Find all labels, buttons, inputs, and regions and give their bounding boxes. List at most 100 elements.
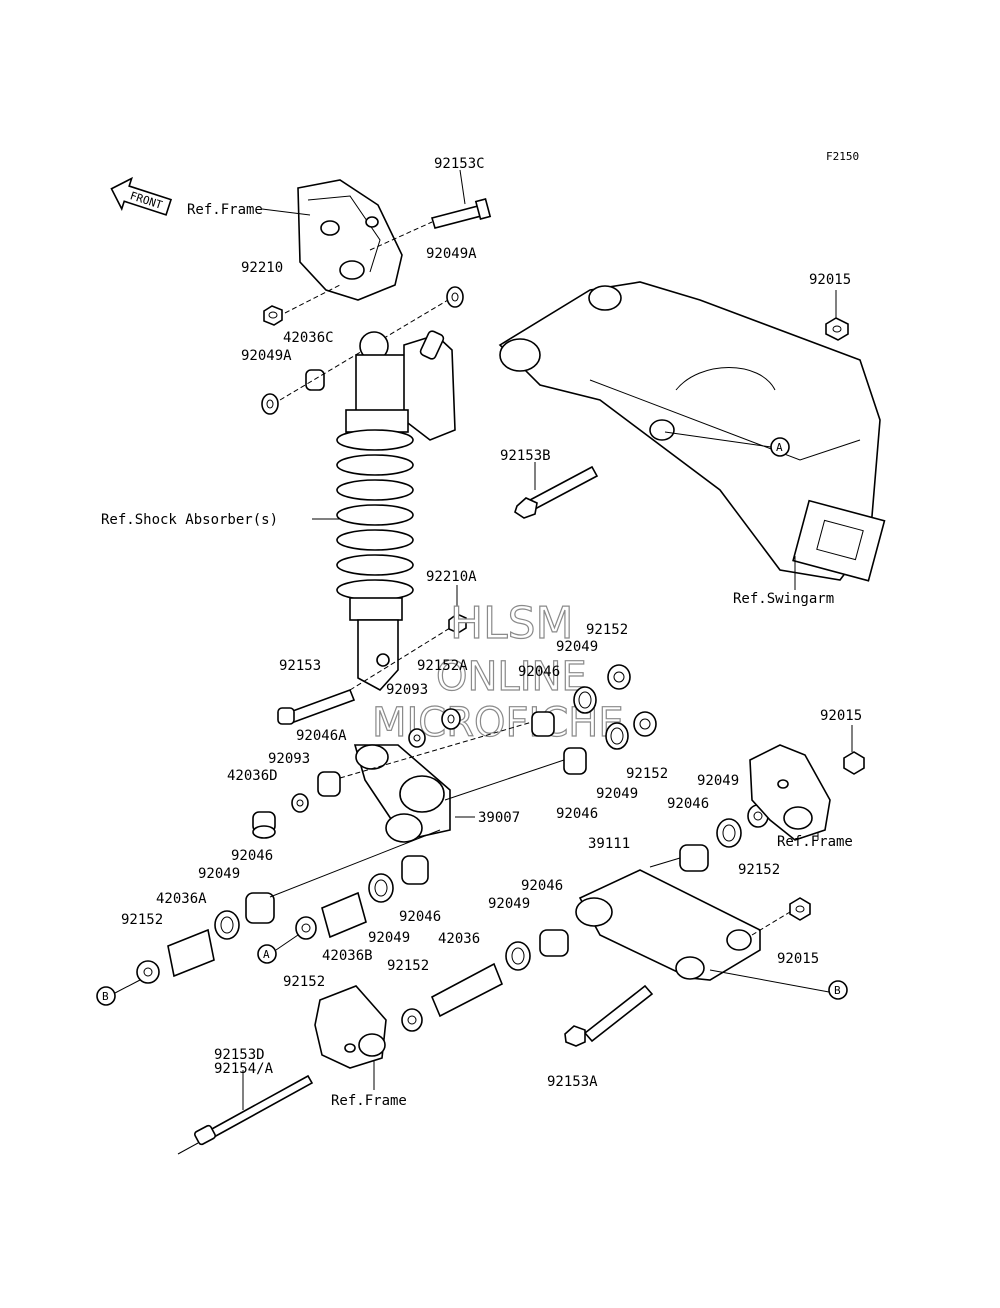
bolt-92153A [564, 984, 654, 1047]
washer-92152-a [607, 664, 631, 690]
svg-text:B: B [834, 984, 841, 997]
label-92153C: 92153C [434, 156, 485, 172]
label-92152-b: 92152 [626, 766, 668, 782]
label-92152-d: 92152 [121, 912, 163, 928]
bearing-92046-b [563, 747, 587, 775]
label-92152-a: 92152 [586, 622, 628, 638]
label-92046-d: 92046 [521, 878, 563, 894]
axle-92153D [177, 1074, 314, 1155]
washer-92049-e-left [214, 910, 240, 940]
label-92152-f: 92152 [387, 958, 429, 974]
label-92046-f: 92046 [399, 909, 441, 925]
label-92015-bottom: 92015 [777, 951, 819, 967]
label-92152-e: 92152 [283, 974, 325, 990]
svg-text:HLSM: HLSM [450, 598, 574, 649]
shock-spring [336, 429, 414, 601]
bolt-92153C [430, 198, 492, 229]
washer-92152-e [295, 916, 317, 940]
label-92049-b: 92049 [596, 786, 638, 802]
collar-42036C [305, 369, 325, 391]
label-92015-right: 92015 [820, 708, 862, 724]
label-92015-top: 92015 [809, 272, 851, 288]
label-42036B: 42036B [322, 948, 373, 964]
bolt-92153 [277, 688, 356, 725]
bolt-92153B [514, 465, 599, 519]
label-42036D: 42036D [227, 768, 278, 784]
label-92049-e: 92049 [368, 930, 410, 946]
washer-92049-d [505, 941, 531, 971]
marker-a-lower: A [257, 944, 277, 964]
link-39111 [575, 869, 761, 981]
svg-text:ONLINE: ONLINE [436, 654, 587, 700]
label-92153D: 92153D [214, 1047, 265, 1063]
label-92046A: 92046A [296, 728, 347, 744]
label-92049-left-stack: 92049 [198, 866, 240, 882]
frame-top-bracket [297, 179, 403, 301]
link-39007 [353, 744, 451, 843]
washer-92049-c [716, 818, 742, 848]
label-92049-a: 92049 [556, 639, 598, 655]
bearing-92046-d [539, 929, 569, 957]
ref-swingarm: Ref.Swingarm [733, 591, 834, 607]
bearing-92046-e [245, 892, 275, 924]
label-42036C: 42036C [283, 330, 334, 346]
nut-92015-right [843, 751, 865, 775]
frame-right-bracket [749, 744, 831, 841]
label-92154A: 92154/A [214, 1061, 274, 1077]
bearing-92046-f [401, 855, 429, 885]
washer-92049A-left [261, 393, 279, 415]
washer-92049-a [573, 686, 597, 714]
marker-b-right: B [828, 980, 848, 1000]
label-92049A-top: 92049A [426, 246, 477, 262]
washer-92152-f [401, 1008, 423, 1032]
label-92093-a: 92093 [386, 682, 428, 698]
svg-text:A: A [263, 948, 270, 961]
swingarm [498, 281, 886, 582]
label-92049A-left: 92049A [241, 348, 292, 364]
collar-92152A [441, 708, 461, 730]
ref-shock-absorber: Ref.Shock Absorber(s) [101, 512, 278, 528]
collar-42036B [321, 891, 367, 939]
label-92153: 92153 [279, 658, 321, 674]
shock-absorber [336, 330, 456, 692]
label-92046-b: 92046 [556, 806, 598, 822]
label-92210: 92210 [241, 260, 283, 276]
frame-bottom-bracket [314, 985, 387, 1069]
bearing-92046A [317, 771, 341, 797]
label-92152-c: 92152 [738, 862, 780, 878]
watermark: HLSM ONLINE MICROFICHE [371, 597, 624, 746]
bearing-92046-a [531, 711, 555, 737]
washer-92049-e [368, 873, 394, 903]
label-92046-c: 92046 [667, 796, 709, 812]
washer-92093-a [408, 728, 426, 748]
collar-42036A [167, 928, 215, 978]
washer-92049-b [605, 722, 629, 750]
svg-text:A: A [776, 441, 783, 454]
nut-92015-top [825, 317, 849, 341]
washer-92049A-top [446, 286, 464, 308]
label-92046-a: 92046 [518, 664, 560, 680]
washer-92152-d [136, 960, 160, 984]
svg-text:B: B [102, 990, 109, 1003]
collar-42036 [430, 962, 504, 1018]
figure-code: F2150 [826, 150, 859, 163]
front-arrow-icon: FRONT [110, 176, 173, 216]
label-39007: 39007 [478, 810, 520, 826]
marker-b-left: B [96, 986, 116, 1006]
nut-92210 [263, 305, 283, 326]
label-92153B: 92153B [500, 448, 551, 464]
label-92049-d: 92049 [488, 896, 530, 912]
ref-frame-top: Ref.Frame [187, 202, 263, 218]
label-92046-e: 92046 [231, 848, 273, 864]
washer-92152-b [633, 711, 657, 737]
label-92153A: 92153A [547, 1074, 598, 1090]
label-92049-c: 92049 [697, 773, 739, 789]
label-42036A: 42036A [156, 891, 207, 907]
ref-frame-right: Ref.Frame [777, 834, 853, 850]
ref-frame-bottom: Ref.Frame [331, 1093, 407, 1109]
label-39111: 39111 [588, 836, 630, 852]
label-42036: 42036 [438, 931, 480, 947]
marker-a-swingarm: A [770, 437, 790, 457]
bearing-92046-c [679, 844, 709, 872]
